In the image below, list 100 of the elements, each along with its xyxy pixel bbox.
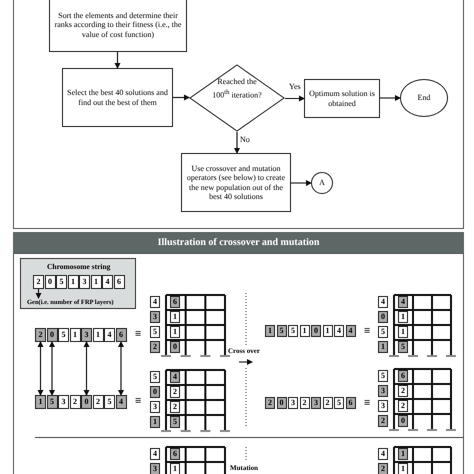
gene-digit: 5 (334, 397, 344, 409)
gene-digit: 5 (276, 325, 286, 337)
gene-digit: 4 (170, 371, 180, 383)
gene-cell: 1 (92, 328, 104, 342)
arrow (38, 341, 44, 396)
gene-cell: 0 (81, 395, 92, 409)
arrow (118, 341, 124, 396)
equivalence-sign: ≡ (135, 329, 142, 340)
gene-cell: 2 (33, 275, 44, 289)
gene-digit: 6 (346, 397, 356, 409)
gene-cell: 4 (102, 275, 113, 289)
gene-digit: 4 (378, 296, 388, 308)
gene-digit: 4 (346, 325, 356, 337)
arrow (173, 94, 190, 100)
gene-digit: 1 (322, 325, 332, 337)
process-box (181, 153, 291, 212)
gene-digit: 2 (378, 463, 388, 474)
section-banner: Illustration of crossover and mutation (13, 232, 464, 253)
gene-digit: 2 (300, 397, 310, 409)
gene-digit: 3 (311, 397, 321, 409)
gene-digit: 5 (170, 416, 180, 428)
arrow (36, 289, 42, 299)
process-box (49, 0, 187, 52)
gene-digit: 2 (378, 415, 388, 427)
edge-label: No (240, 135, 250, 144)
gene-digit: 1 (170, 463, 180, 474)
gene-cell: 1 (70, 328, 80, 342)
connector-letter: A (319, 178, 325, 188)
gene-cell: 3 (79, 275, 90, 289)
arrow (49, 341, 55, 396)
gene-digit: 1 (378, 341, 388, 353)
gene-digit: 4 (378, 448, 388, 460)
gene-digit: 0 (150, 386, 160, 398)
gene-cell: 5 (104, 395, 115, 409)
gene-digit: 4 (150, 448, 160, 460)
gene-digit: 0 (170, 341, 180, 353)
gene-cell: 2 (35, 328, 46, 342)
gene-digit: 1 (170, 311, 180, 323)
process-box (304, 79, 380, 118)
gene-digit: 5 (288, 325, 298, 337)
gene-digit: 2 (322, 397, 332, 409)
gene-digit: 2 (170, 401, 180, 413)
gene-cell: 0 (44, 275, 56, 289)
gene-digit: 2 (265, 397, 275, 409)
gene-digit: 5 (378, 370, 388, 382)
gene-digit: 1 (300, 325, 310, 337)
gene-digit: 3 (378, 400, 388, 412)
edge-label: Yes (289, 82, 301, 91)
arrow (285, 96, 305, 102)
gene-digit: 2 (398, 385, 408, 397)
terminal-ellipse (400, 79, 448, 117)
process-box (62, 68, 173, 127)
step-text: Sort the elements and determine their ranks according to their fitness (i.e., the value of cost function) (54, 11, 182, 39)
gene-cell: 5 (56, 275, 67, 289)
gene-digit: 1 (150, 416, 160, 428)
gene-cell: 5 (58, 328, 69, 342)
gene-digit: 0 (378, 311, 388, 323)
gene-digit: 6 (170, 448, 180, 460)
gene-digit: 6 (170, 296, 180, 308)
gene-digit: 1 (170, 326, 180, 338)
gene-digit: 2 (170, 386, 180, 398)
gene-cell: 5 (46, 395, 58, 409)
gene-digit: 0 (276, 397, 286, 409)
gene-digit: 6 (398, 370, 408, 382)
gene-digit: 3 (288, 397, 298, 409)
gene-digit: 4 (150, 296, 160, 308)
legend-box (20, 258, 136, 309)
gene-digit: 5 (378, 326, 388, 338)
arrow (291, 180, 312, 186)
gene-digit: 3 (150, 401, 160, 413)
gene-digit: 2 (398, 400, 408, 412)
gene-digit: 1 (398, 448, 408, 460)
arrow (84, 341, 90, 396)
gene-cell: 4 (104, 328, 115, 342)
gene-cell: 4 (116, 395, 126, 409)
gene-digit: 3 (150, 463, 160, 474)
gene-cell: 1 (90, 275, 102, 289)
gene-cell: 3 (81, 328, 92, 342)
step-text: Select the best 40 solutions and find out the best of them (66, 88, 169, 107)
gene-cell: 0 (46, 328, 58, 342)
step-text: Optimum solution is obtained (308, 89, 376, 108)
gene-digit: 0 (398, 415, 408, 427)
gene-digit: 5 (150, 326, 160, 338)
gene-digit: 1 (398, 326, 408, 338)
gene-digit: 5 (398, 341, 408, 353)
arrow (380, 95, 401, 101)
gene-cell: 6 (114, 275, 124, 289)
terminal-text: End (418, 93, 430, 103)
gene-digit: 2 (150, 341, 160, 353)
arrow (234, 132, 240, 154)
equivalence-sign: ≡ (364, 398, 370, 409)
equivalence-sign: ≡ (364, 326, 370, 337)
decision-diamond (189, 64, 285, 132)
gene-cell: 1 (68, 275, 78, 289)
gene-digit: 1 (398, 463, 408, 474)
step-text: Use crossover and mutation operators (see below) to create the new population out of the best 40 solutions (186, 164, 286, 201)
decision-text: Reached the 100$^{th}$ iteration? (211, 76, 263, 102)
gene-digit: 1 (265, 325, 275, 337)
gene-cell: 1 (35, 395, 46, 409)
gene-digit: 1 (398, 311, 408, 323)
